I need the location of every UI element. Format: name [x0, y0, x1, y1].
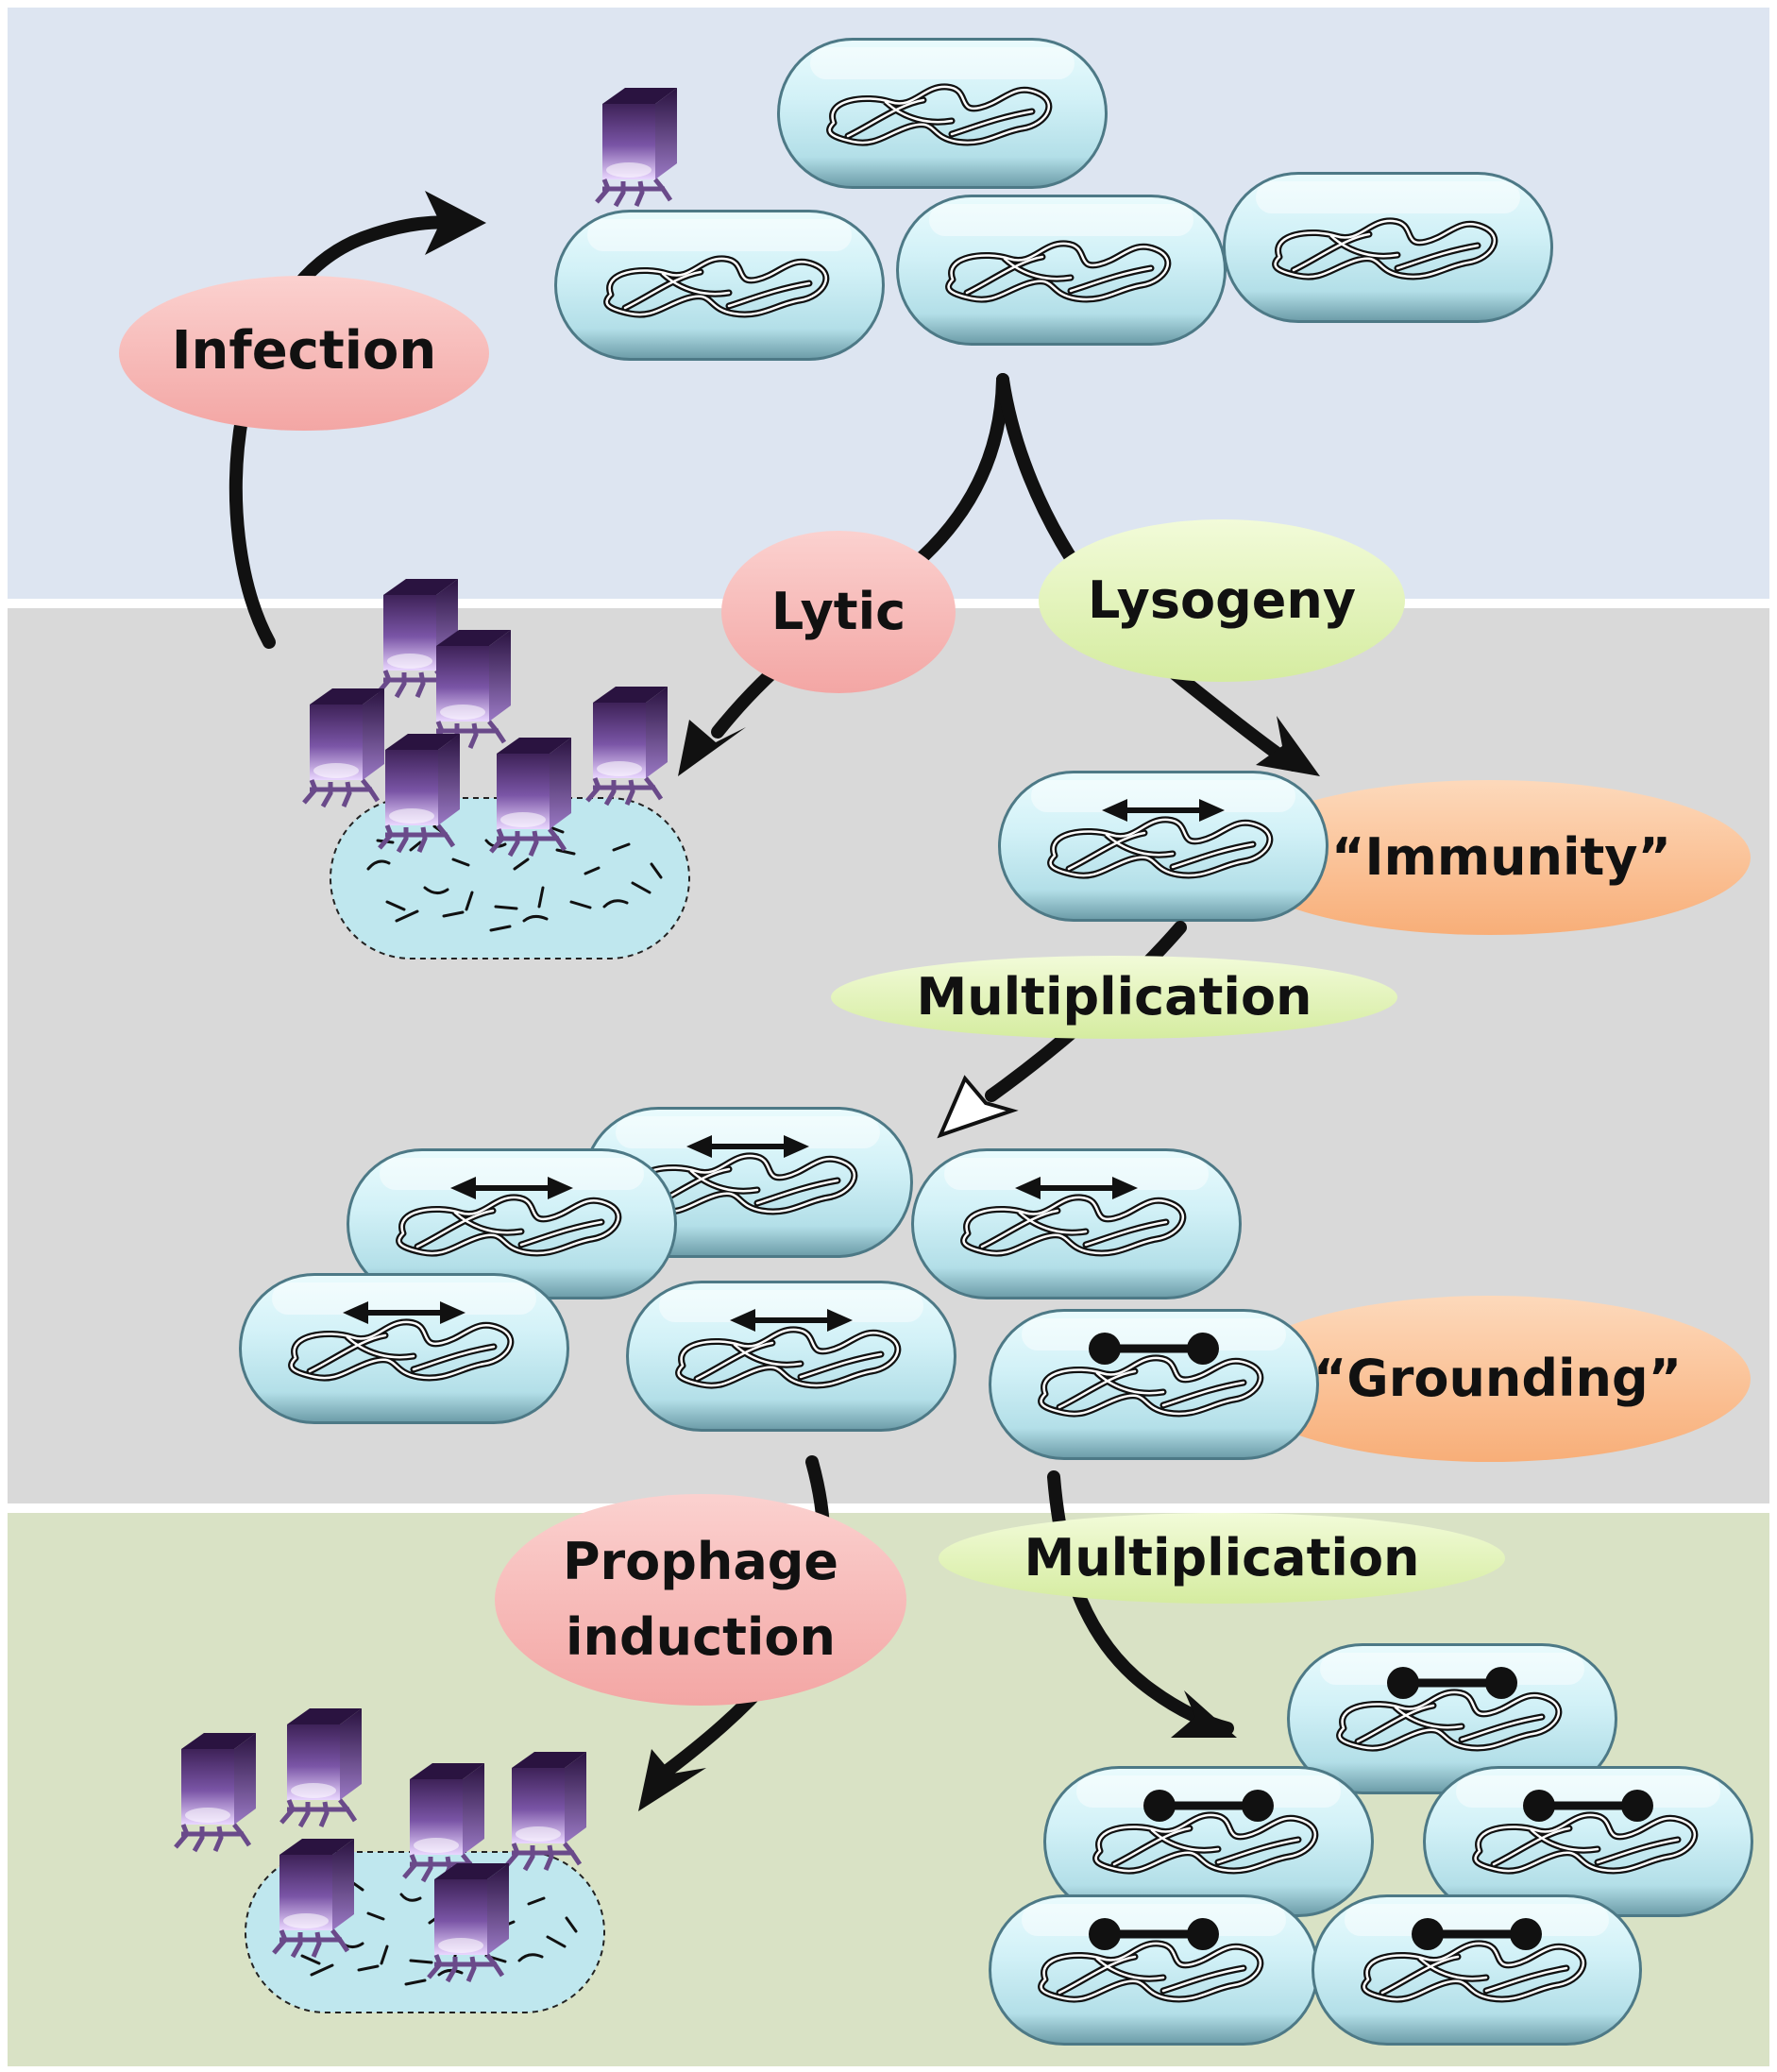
multiplication-label-2: Multiplication: [1024, 1528, 1419, 1588]
immunity-oval: [1229, 780, 1751, 935]
bacterium-immune-3: [911, 1148, 1242, 1299]
lysogeny-oval: [1039, 519, 1405, 682]
bacterium-top-2: [554, 210, 885, 361]
bacterium-immune-4: [239, 1273, 569, 1424]
bacterium-top-4: [1223, 172, 1553, 323]
phage-induced-4: [506, 1752, 586, 1870]
infection-arrowhead: [425, 191, 486, 255]
grounding-oval: [1229, 1296, 1751, 1462]
multiplication-oval-2: [939, 1513, 1505, 1604]
bacterium-top-1: [777, 38, 1108, 189]
bacterium-grounded-5: [1312, 1894, 1642, 2046]
phage-lytic-5: [380, 734, 460, 852]
phage-induced-1: [176, 1733, 256, 1851]
bacterium-top-3: [896, 195, 1227, 346]
prophage-induction-oval: [495, 1494, 906, 1706]
phage-induced-5: [274, 1839, 354, 1957]
immunity-label: “Immunity”: [1331, 827, 1671, 887]
phage-lytic-3: [304, 688, 384, 807]
prophage-label-line1: Prophage: [563, 1532, 838, 1591]
infection-label: Infection: [172, 320, 437, 382]
phage-induced-2: [281, 1708, 362, 1826]
lysogeny-arrowhead: [1256, 716, 1320, 776]
phage-induced-6: [429, 1863, 509, 1981]
lytic-oval: [721, 531, 956, 693]
bacterium-grounding: [989, 1309, 1319, 1460]
bacterium-immune-5: [626, 1281, 956, 1432]
lytic-arrowhead: [678, 720, 746, 776]
lytic-label: Lytic: [771, 582, 905, 641]
multiplication-label-1: Multiplication: [916, 967, 1312, 1027]
phage-lytic-6: [491, 738, 571, 856]
multiplication-oval-1: [831, 956, 1397, 1039]
bacterium-immunity: [998, 771, 1329, 922]
multiplication-arrowhead-2: [1171, 1690, 1237, 1738]
multiplication-arrowhead-1: [937, 1075, 1019, 1139]
grounding-label: “Grounding”: [1313, 1349, 1682, 1408]
phage-infecting: [597, 88, 677, 206]
bacterium-grounded-4: [989, 1894, 1319, 2046]
lysogeny-label: Lysogeny: [1088, 570, 1356, 630]
infection-oval: [119, 276, 489, 431]
phage-lytic-2: [431, 630, 511, 748]
phage-lytic-4: [587, 687, 668, 805]
prophage-induction-arrowhead: [638, 1749, 706, 1811]
prophage-label-line2: induction: [566, 1607, 836, 1667]
